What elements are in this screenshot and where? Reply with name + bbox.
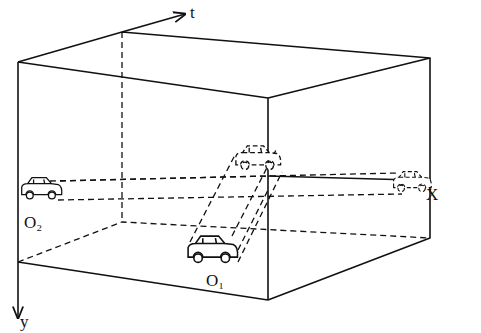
car-ghosts <box>236 146 431 192</box>
axis-label: t <box>190 4 195 21</box>
box-edges <box>18 14 430 318</box>
axis-label: X <box>426 186 438 203</box>
hidden-edges <box>18 32 430 300</box>
object-label: O₂ <box>24 214 42 231</box>
axis-label: y <box>20 313 29 330</box>
cars <box>22 178 238 263</box>
object-label: O₁ <box>206 272 224 289</box>
